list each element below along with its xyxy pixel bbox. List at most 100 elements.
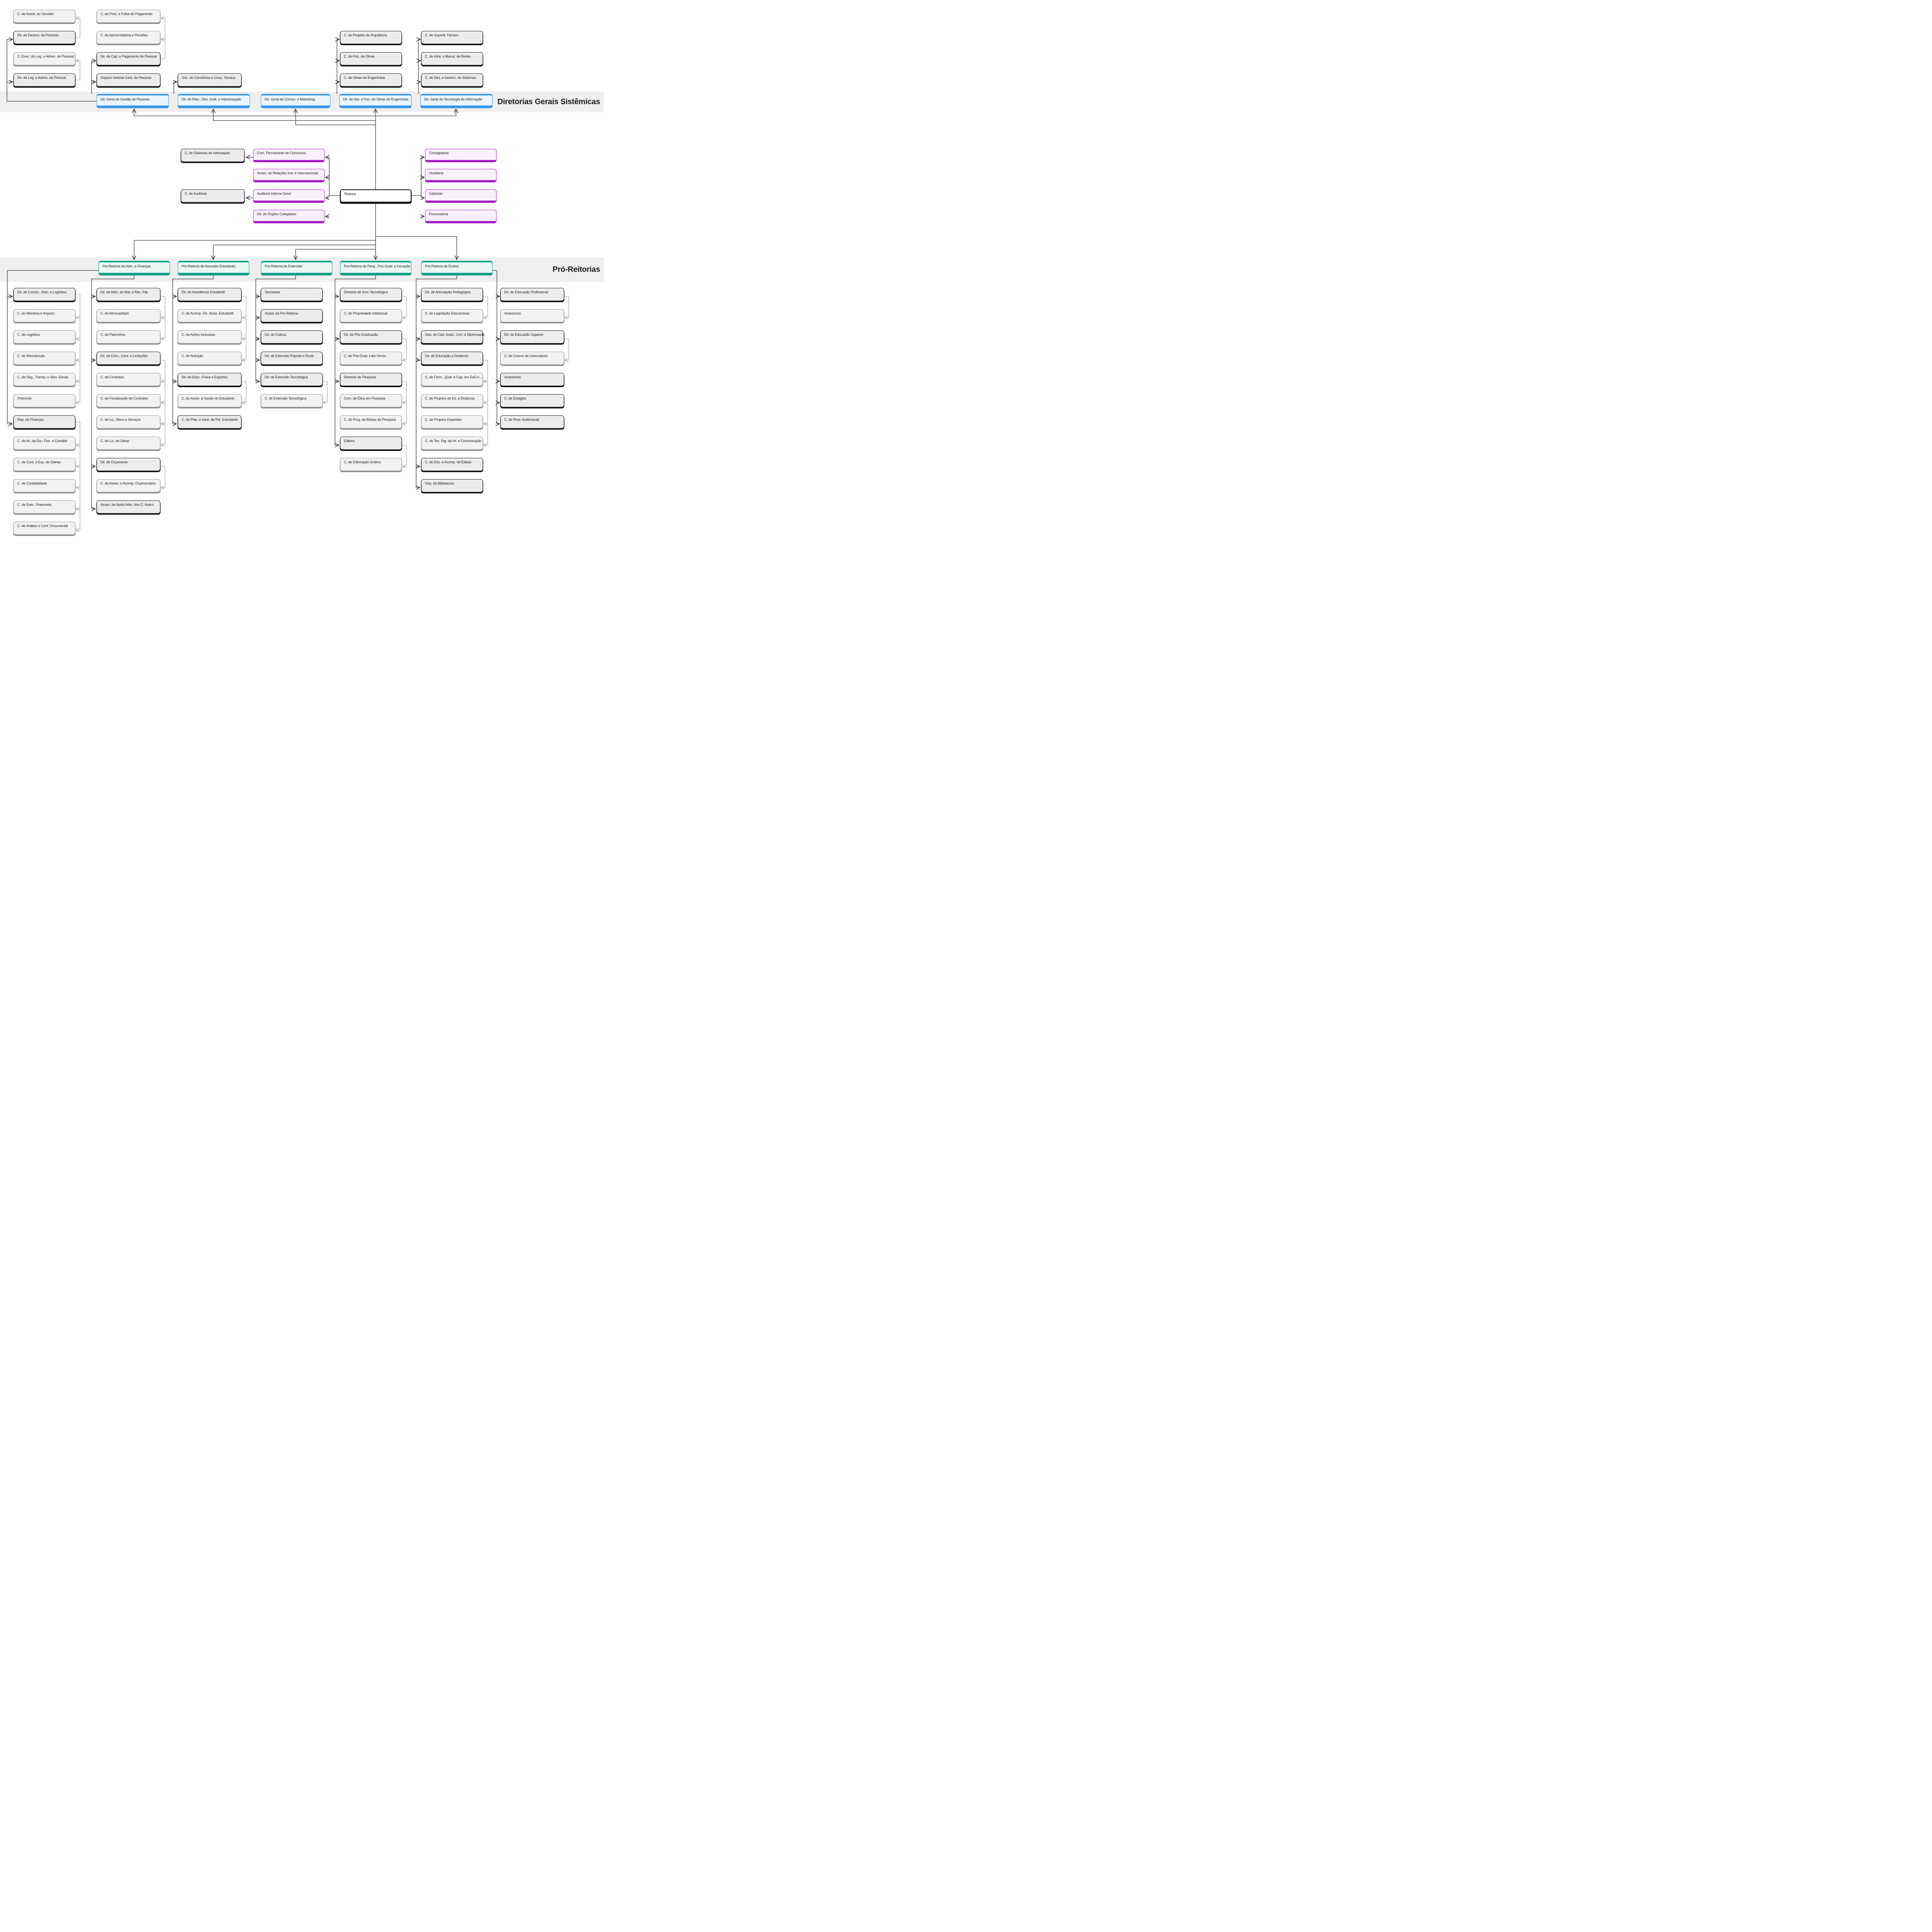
node-dir-geral-comun-marketing: Dir. Geral de Comun. e Marketing [261,94,330,108]
node-c-asses-acomp-orcamentario: C. de Asses. e Acomp. Orçamentário [97,479,160,492]
node-c-fiscalizacao-contratos: C. de Fiscalização de Contratos [97,394,160,407]
node-dir-educacao-distancia: Dir. de Educação a Distância [421,352,483,365]
connector-line [134,240,376,259]
connector-line [564,338,569,360]
node-c-patrimonio: C. de Patrimônio [97,330,160,344]
connector-line [75,61,80,80]
connector-line [296,249,376,259]
node-c-obras-engenharia: C. de Obras de Engenharia [340,73,402,87]
node-c-lic-bens-servicos: C. de Lic., Bens e Serviços [97,415,160,429]
node-pro-reitoria-extensao: Pró-Reitoria de Extensão [261,261,332,276]
connector-line [326,157,340,196]
node-dir-geral-tecnologia-informacao: Dir. Geral de Tecnologia da Informação [420,94,493,108]
node-gabinete: Gabinete [425,189,497,203]
node-nuc-convenios-coop-tecnica: Núc. de Convênios e Coop. Técnica [178,73,242,87]
node-com-permanente-concursos: Com. Permanente de Concursos [253,149,325,162]
node-corregedoria: Corregedoria [425,149,497,162]
node-dir-orcamento: Dir. de Orçamento [97,458,160,471]
node-c-plan-gest-pol-estudantis: C. de Plan. e Gest. de Pol. Estudantis [178,415,242,429]
connector-line [75,294,80,403]
node-c-assist-saude-estudante: C. de Assist. à Saúde do Estudante [178,394,242,407]
node-c-seg-transp-serv-gerais: C. de Seg., Transp. e Serv. Gerais [14,373,75,386]
node-c-fisc-obras: C. de Fisc. de Obras [340,52,402,65]
connector-lines [7,0,569,540]
connector-line [483,296,488,318]
connector-line [160,466,165,488]
node-dir-leg-admin-pessoal: Dir. de Leg. e Admin. de Pessoal [14,73,75,87]
node-reitoria: Reitoria [340,189,412,202]
node-dir-cultura: Dir. de Cultura [261,330,323,344]
node-c-des-gerenc-sistemas: C. de Des. e Gerenc. de Sistemas [421,73,483,87]
connector-line [335,276,376,445]
node-c-cursos-licenciatura: C. de Cursos de Licenciatura [500,352,564,365]
connector-line [564,296,569,318]
connector-line [416,276,457,488]
connector-line [242,381,247,403]
node-c-manutencao: C. de Manutenção [14,352,75,365]
node-diretoria-pesquisa: Diretoria de Pesquisa [340,373,402,386]
node-dir-extensao-tecnologica: Dir. de Extensão Tecnológica [261,373,323,386]
node-c-lic-obras: C. de Lic. de Obras [97,437,160,450]
node-c-memoria-arquivo: C. de Memória e Arquivo [14,309,75,322]
connector-line [337,39,339,94]
connector-line [7,39,97,102]
node-asses-apoio-adm-c-avanc: Asses. de Apoio Adm. dos C. Avanc. [97,500,160,514]
node-dir-com-cont-licitacoes: Dir. de Com., Cont. e Licitações [97,352,160,365]
connector-line [402,296,407,318]
node-pro-reitoria-adm-financas: Pró-Reitoria de Adm. e Finanças [99,261,170,276]
node-dir-educacao-profissional: Dir. de Educação Profissional [500,288,564,301]
node-dir-desenv-pessoas: Dir. de Desenv. de Pessoas [14,31,75,44]
node-c-aposentadoria-pensoes: C. de Aposentadoria e Pensões [97,31,160,44]
connector-line [376,236,457,259]
node-c-acomp-fin-assis-estudantil: C. de Acomp. Fin. Assis. Estudantil [178,309,242,322]
node-c-doc-acomp-editais: C. de Doc. e Acomp. de Editais [421,458,483,471]
node-dir-cad-pagamento-pessoal: Dir. de Cad. e Pagamento de Pessoal [97,52,160,65]
node-dep-bibliotecas: Dep. de Bibliotecas [421,479,483,492]
connector-line [174,82,177,94]
node-c-form-qual-cap-ead: C. de Form., Qual. e Cap. em EaD e ... [421,373,483,386]
node-c-prog-bolsas-pesquisa: C. de Prog. de Bolsas de Pesquisa [340,415,402,429]
connector-line [75,18,80,38]
connector-line [7,270,99,424]
node-dir-geral-gestao-pessoas: Dir. Geral de Gestão de Pessoas [97,94,169,108]
node-assessoria-ensino: Assessoria [500,373,564,386]
node-dir-plan-des-instit-interiorizacao: Dir. de Plan., Des. Instit. e Interioriz… [178,94,250,108]
node-c-acoes-inclusivas: C. de Ações Inclusivas [178,330,242,344]
node-c-analise-conf-documental: C. de Análise e Conf. Documental [14,522,75,535]
node-editora: Editora [340,437,402,450]
node-c-projetos-ed-distancia: C. de Projetos de Ed. a Distância [421,394,483,407]
node-assessoria-educacao-profissional: Assessoria [500,309,564,322]
node-c-prod-folha-pagamento: C. de Prod. e Folha de Pagamento [97,10,160,23]
node-pro-reitoria-assuntos-estudantis: Pró-Reitoria de Assuntos Estudantis [178,261,249,276]
org-chart-canvas: Diretorias Gerais Sistêmicas Pró-Reitori… [0,0,604,540]
node-pro-reitoria-pesq-pos-grad-inovacao: Pró-Reitoria de Pesq., Pós-Grad. e Inova… [340,261,412,276]
connector-line [418,39,420,94]
node-c-suporte-tecnico: C. de Suporte Técnico [421,31,483,44]
node-dir-pos-graduacao: Dir. de Pós-Graduação [340,330,402,344]
node-c-legislacao-educacional: C. de Legislação Educacional [421,309,483,322]
node-dir-educacao-superior: Dir. de Educação Superior [500,330,564,344]
node-dir-comun-man-logistica: Dir. de Comun., Man. e Logística [14,288,75,301]
node-dir-articulacao-pedagogica: Dir. de Articulação Pedagógica [421,288,483,301]
node-c-auditoria: C. de Auditoria [181,189,245,202]
node-diretoria-inov-tecnologica: Diretoria de Inov. Tecnológica [340,288,402,301]
node-c-contabilidade: C. de Contabilidade [14,479,75,492]
node-dir-educ-fisica-esportes: Dir. de Educ. Física e Esportes [178,373,242,386]
node-asses-relacoes-inst-internacionais: Asses. de Relações Inst. e Internacionai… [253,169,325,182]
node-c-estagios: C. de Estágios [500,394,564,407]
band-pro-reitorias-label: Pró-Reitorias [553,265,600,274]
node-c-projetos-arquitetura: C. de Projetos de Arquitetura [340,31,402,44]
node-assist-pro-reitoria: Assist. da Pró-Reitoria [261,309,323,322]
node-c-projetos-especiais: C. de Projetos Especiais [421,415,483,429]
node-c-logistica: C. de Logística [14,330,75,344]
node-c-cont-exp-diarias: C. de Cont. e Exp. de Diárias [14,458,75,471]
node-pro-reitoria-ensino: Pró-Reitoria de Ensino [421,261,493,276]
connector-line [412,157,424,196]
connector-line [160,18,165,59]
node-c-almoxarifado: C. de Almoxarifado [97,309,160,322]
band-diretorias-gerais-label: Diretorias Gerais Sistêmicas [497,97,600,106]
connector-line [402,338,407,360]
node-c-contratos: C. de Contratos [97,373,160,386]
connector-line [296,109,376,125]
node-dir-assistencia-estudantil: Dir. de Assistência Estudantil [178,288,242,301]
